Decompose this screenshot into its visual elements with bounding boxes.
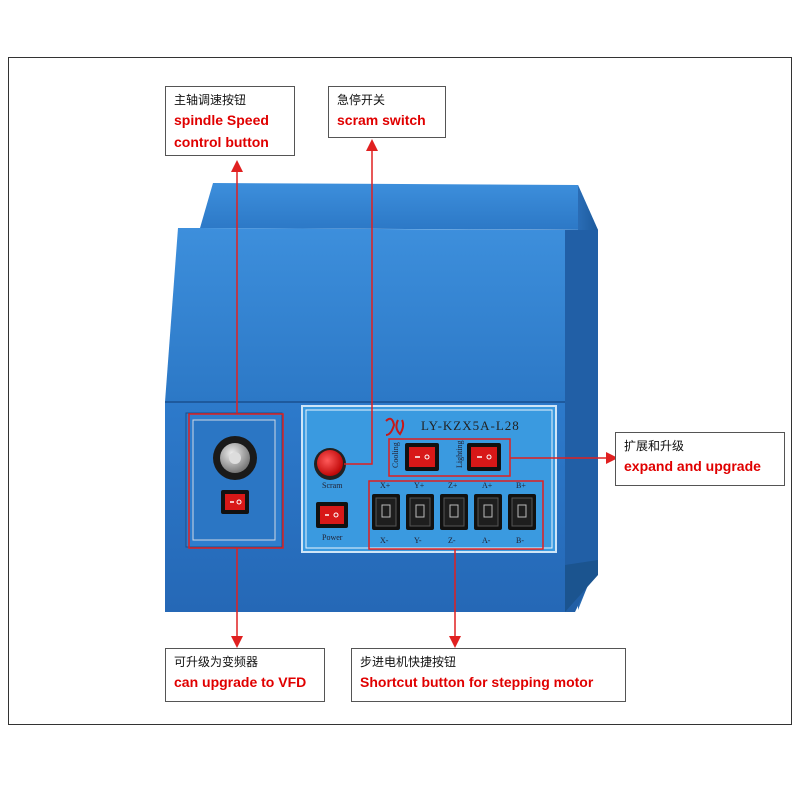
axis-label-top-4: B+ [516,481,526,490]
lighting-label: Lighting [455,440,464,468]
scram-label: Scram [322,481,343,490]
axis-button-mark-3 [483,504,493,518]
model-label: LY-KZX5A-L28 [421,418,520,433]
callout-stepping: 步进电机快捷按钮 Shortcut button for stepping mo… [351,648,626,702]
stepping-highlight-box [368,480,544,550]
callout-scram: 急停开关 scram switch [328,86,446,138]
callout-scram-cn: 急停开关 [337,93,386,107]
callout-stepping-en: Shortcut button for stepping motor [360,674,594,690]
axis-label-top-2: Z+ [448,481,458,490]
axis-label-bottom-3: A- [482,536,491,545]
arrow-scram [344,139,378,465]
axis-buttons: X+ X- Y+ Y- Z+ Z- A+ A- B+ B- [372,481,536,545]
callout-expand-en: expand and upgrade [624,458,761,474]
callout-spindle-en-2: control button [174,134,269,150]
spindle-panel [185,412,284,549]
callout-stepping-cn: 步进电机快捷按钮 [360,655,457,669]
axis-label-bottom-2: Z- [448,536,456,545]
axis-button-mark-2 [449,504,459,518]
box-upper-front [165,228,565,402]
axis-label-bottom-4: B- [516,536,524,545]
lighting-rocker-switch-icon [471,447,497,467]
scram-button-icon [317,450,343,476]
main-control-panel: LY-KZX5A-L28 Scram Power Cooling Lightin… [301,405,557,553]
callout-arrows [231,139,618,648]
axis-jog-button-icon-0[interactable] [375,497,397,527]
callout-vfd-en: can upgrade to VFD [174,674,307,690]
axis-jog-button-icon-3[interactable] [477,497,499,527]
spindle-highlight-box [188,413,284,549]
box-bottom-corner [565,560,598,612]
image-frame [8,57,792,725]
brand-logo-icon [385,417,405,436]
power-label: Power [322,533,343,542]
axis-label-top-3: A+ [482,481,493,490]
callout-vfd: 可升级为变频器 can upgrade to VFD [165,648,325,702]
callout-expand: 扩展和升级 expand and upgrade [615,432,785,486]
power-rocker-switch-icon [320,506,344,524]
box-side-shadow [565,230,598,612]
callout-spindle: 主轴调速按钮 spindle Speed control button [165,86,295,156]
callout-spindle-cn: 主轴调速按钮 [174,93,247,107]
axis-label-top-1: Y+ [414,481,425,490]
axis-label-bottom-0: X- [380,536,389,545]
axis-button-mark-4 [517,504,527,518]
axis-jog-button-icon-4[interactable] [511,497,533,527]
axis-jog-button-icon-2[interactable] [443,497,465,527]
spindle-rocker-switch-icon [225,494,245,510]
axis-button-mark-0 [381,504,391,518]
axis-button-mark-1 [415,504,425,518]
callout-scram-en: scram switch [337,112,426,128]
axis-jog-button-icon-1[interactable] [409,497,431,527]
cooling-label: Cooling [391,442,400,468]
callout-vfd-cn: 可升级为变频器 [174,655,259,669]
callout-expand-cn: 扩展和升级 [624,439,685,453]
cooling-rocker-switch-icon [409,447,435,467]
callout-spindle-en-1: spindle Speed [174,112,269,128]
box-top [200,183,598,230]
axis-label-bottom-1: Y- [414,536,422,545]
axis-label-top-0: X+ [380,481,391,490]
